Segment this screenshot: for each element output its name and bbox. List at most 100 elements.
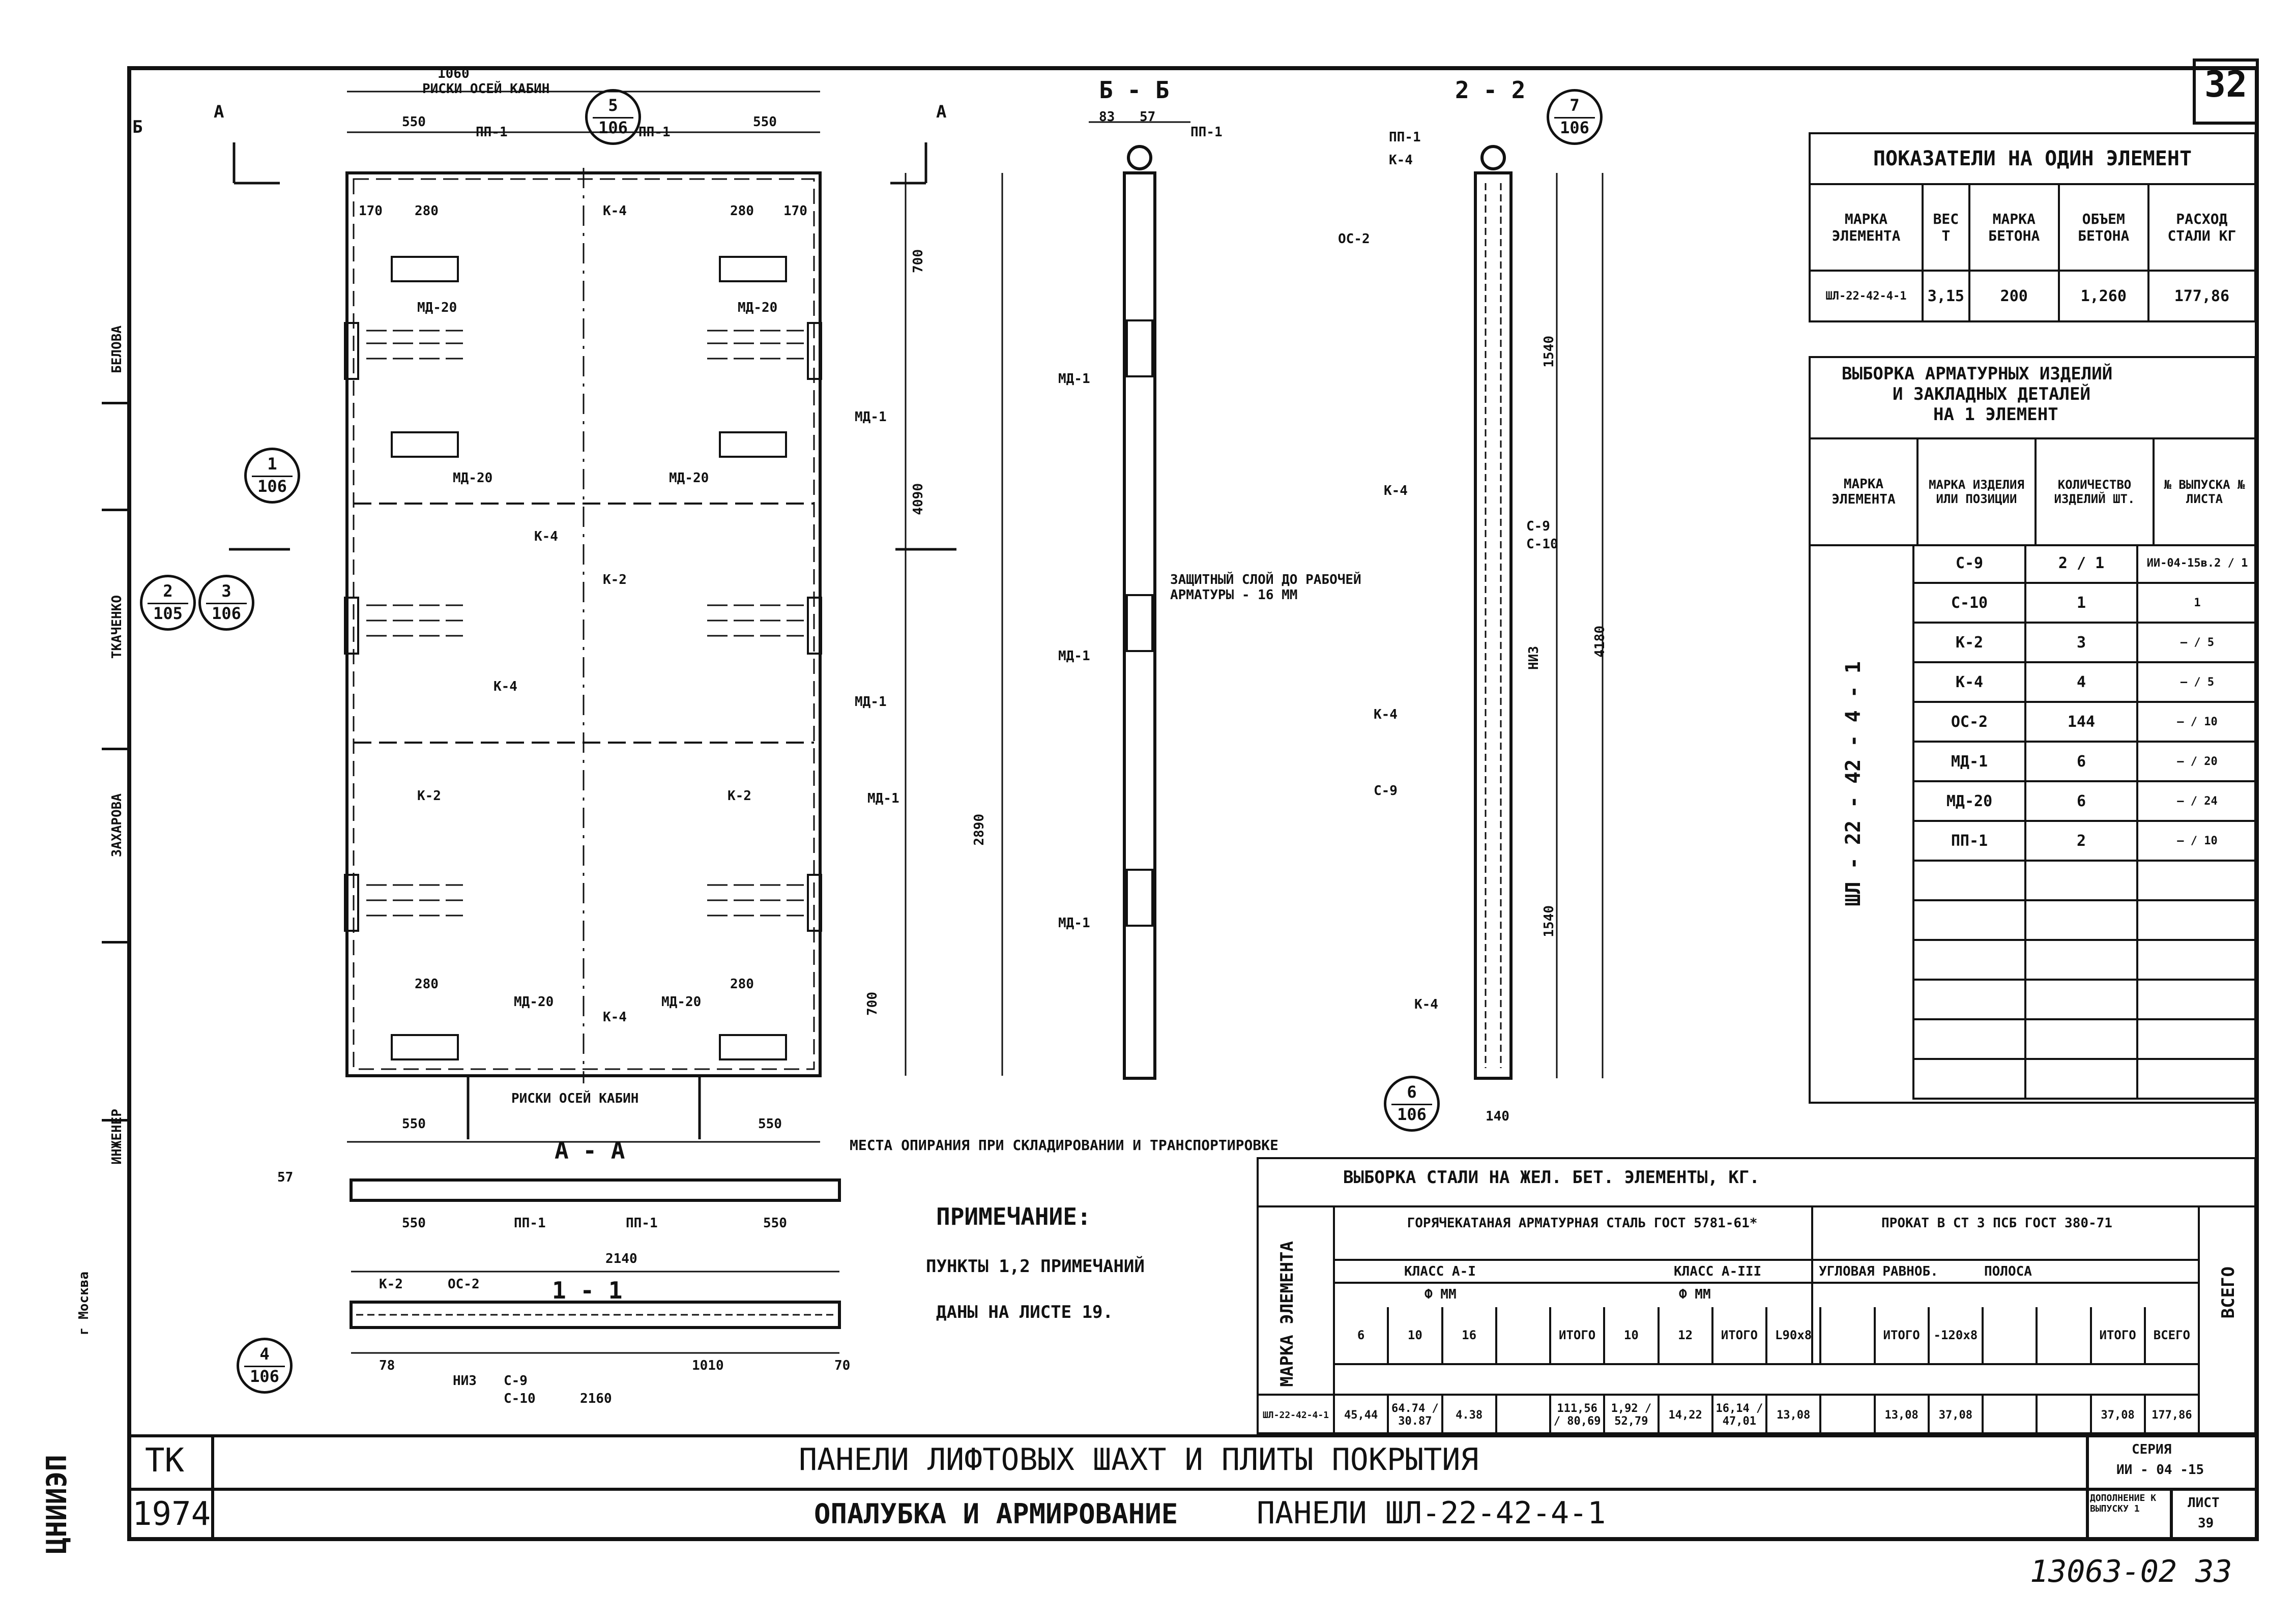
side-role-4: БЕЛОВА xyxy=(109,326,125,373)
notes-title: ПРИМЕЧАНИЕ: xyxy=(936,1203,1091,1230)
selection-ref: ИИ-04-15в.2 / 1 xyxy=(2136,544,2256,582)
steel-value-cell: 37,08 xyxy=(2089,1394,2144,1434)
steel-value-cell: 37,08 xyxy=(1927,1394,1982,1434)
title-line-1: ПАНЕЛИ ЛИФТОВЫХ ШАХТ И ПЛИТЫ ПОКРЫТИЯ xyxy=(799,1442,1479,1478)
selection-ref: — / 5 xyxy=(2136,663,2256,701)
aa-dim-550-r: 550 xyxy=(763,1216,787,1231)
selection-mark: МД-1 xyxy=(1912,743,2024,780)
corner-code: 13063-02 33 xyxy=(2030,1554,2232,1589)
steel-value-cell xyxy=(2036,1394,2090,1434)
steel-value-cell: 4.38 xyxy=(1441,1394,1495,1434)
selection-ref xyxy=(2136,901,2256,939)
s22-k4-low: К-4 xyxy=(1374,707,1398,722)
s22-c9-low: С-9 xyxy=(1374,783,1398,799)
selection-qty: 4 xyxy=(2024,663,2136,701)
steel-col-split xyxy=(1811,1205,1813,1363)
label-md20-1: МД-20 xyxy=(417,300,457,315)
steel-class1: КЛАСС А-I xyxy=(1404,1264,1476,1279)
steel-rule-2 xyxy=(1333,1259,2198,1261)
selection-mark xyxy=(1912,862,2024,899)
selection-ref: 1 xyxy=(2136,584,2256,622)
s22-k4-top: К-4 xyxy=(1389,153,1413,168)
steel-size-cell: -120x8 xyxy=(1927,1307,1982,1363)
side-divider-4 xyxy=(102,402,127,404)
steel-rule-3 xyxy=(1333,1282,2198,1284)
selection-row xyxy=(1912,941,2256,981)
s22-os2: ОС-2 xyxy=(1338,231,1370,247)
steel-size-cell: 10 xyxy=(1387,1307,1441,1363)
steel-title-rule xyxy=(1257,1205,2256,1207)
steel-size-cell: ИТОГО xyxy=(1711,1307,1765,1363)
selection-row xyxy=(1912,1060,2256,1100)
selection-mark xyxy=(1912,1060,2024,1098)
selection-mark xyxy=(1912,901,2024,939)
steel-value-cell: 111,56 / 80,69 xyxy=(1549,1394,1604,1434)
s22-k4-bottom: К-4 xyxy=(1414,997,1438,1012)
aa-c9: С-9 xyxy=(504,1373,528,1389)
dim-57: 57 xyxy=(1140,109,1156,125)
indicators-table: ПОКАЗАТЕЛИ НА ОДИН ЭЛЕМЕНТ МАРКА ЭЛЕМЕНТ… xyxy=(1809,132,2257,322)
s22-niz: НИЗ xyxy=(1526,646,1542,670)
label-k4-3: К-4 xyxy=(493,679,517,694)
selection-qty: 2 xyxy=(2024,822,2136,860)
steel-size-cell: 6 xyxy=(1333,1307,1387,1363)
selection-element: ШЛ - 22 - 42 - 4 - 1 xyxy=(1842,661,1865,906)
side-role-3: ТКАЧЕНКО xyxy=(109,595,125,659)
steel-value-cell: 14,22 xyxy=(1657,1394,1711,1434)
label-k2-2: К-2 xyxy=(417,788,441,804)
steel-phi-3: Ф ММ xyxy=(1679,1287,1711,1302)
dim-top-550-left: 550 xyxy=(402,114,426,130)
dim-1540-bottom: 1540 xyxy=(1542,905,1557,937)
selection-qty xyxy=(2024,1020,2136,1058)
selection-row xyxy=(1912,901,2256,941)
dim-top-550-right: 550 xyxy=(753,114,777,130)
dim-280-br: 280 xyxy=(730,977,754,992)
selection-qty xyxy=(2024,981,2136,1018)
steel-size-cell: 10 xyxy=(1603,1307,1657,1363)
section-22-title: 2 - 2 xyxy=(1455,76,1526,104)
selection-qty: 144 xyxy=(2024,703,2136,741)
title-list-label: ЛИСТ xyxy=(2188,1495,2220,1511)
selection-qty xyxy=(2024,1060,2136,1098)
bb-md1-1: МД-1 xyxy=(1058,371,1090,387)
steel-col-vsego xyxy=(2198,1205,2200,1434)
dim-2890: 2890 xyxy=(972,814,987,846)
selection-mark xyxy=(1912,981,2024,1018)
selection-ref: — / 20 xyxy=(2136,743,2256,780)
protect-layer-note: ЗАЩИТНЫЙ СЛОЙ ДО РАБОЧЕЙ АРМАТУРЫ - 16 М… xyxy=(1170,572,1361,603)
selection-mark: МД-20 xyxy=(1912,782,2024,820)
aa-pp1-r: ПП-1 xyxy=(626,1216,658,1231)
steel-rule-4 xyxy=(1333,1363,2198,1365)
dim-4090: 4090 xyxy=(911,483,926,515)
title-dop-label: ДОПОЛНЕНИЕ К ВЫПУСКУ 1 xyxy=(2090,1493,2157,1514)
selection-table: МАРКА ЭЛЕМЕНТА МАРКА ИЗДЕЛИЯ ИЛИ ПОЗИЦИИ… xyxy=(1809,437,2256,546)
steel-title: ВЫБОРКА СТАЛИ НА ЖЕЛ. БЕТ. ЭЛЕМЕНТЫ, КГ. xyxy=(1343,1167,1760,1188)
side-divider-3 xyxy=(102,509,127,511)
steel-mark-header: МАРКА ЭЛЕМЕНТА xyxy=(1277,1241,1297,1387)
risk-bottom-label: РИСКИ ОСЕЙ КАБИН xyxy=(511,1091,639,1106)
selection-mark xyxy=(1912,941,2024,979)
s22-c10: С-10 xyxy=(1526,537,1558,552)
dim-bottom-550-right: 550 xyxy=(758,1116,782,1132)
steel-phi-1: Ф ММ xyxy=(1425,1287,1457,1302)
side-divider-2 xyxy=(102,748,127,750)
steel-value-cell: 177,86 xyxy=(2143,1394,2198,1434)
selection-ref xyxy=(2136,1060,2256,1098)
title-seria-label: СЕРИЯ xyxy=(2132,1442,2172,1457)
selection-qty: 3 xyxy=(2024,624,2136,661)
side-divider-5 xyxy=(102,1119,127,1122)
title-list-value: 39 xyxy=(2198,1516,2214,1531)
dim-140: 140 xyxy=(1486,1109,1509,1124)
ind-steel: 177,86 xyxy=(2147,270,2257,322)
title-seria-value: ИИ - 04 -15 xyxy=(2116,1462,2204,1478)
title-org: ТК xyxy=(145,1442,185,1480)
sheet-number: 32 xyxy=(2204,64,2248,105)
title-line-2a: ОПАЛУБКА И АРМИРОВАНИЕ xyxy=(814,1498,1178,1530)
